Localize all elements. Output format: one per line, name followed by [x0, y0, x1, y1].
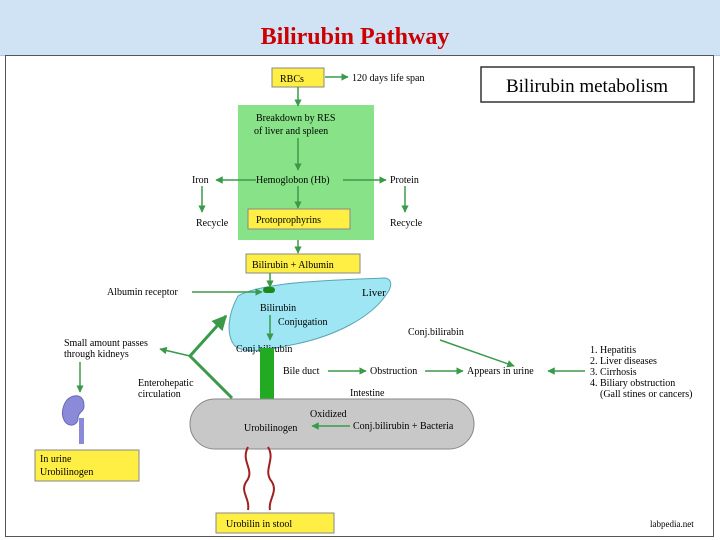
small-amount-line2: through kidneys [64, 349, 129, 360]
bilirubin-albumin-label: Bilirubin + Albumin [252, 260, 334, 271]
in-urine-box [34, 449, 140, 482]
recycle-right-label: Recycle [390, 218, 423, 229]
liver-label: Liver [362, 287, 386, 299]
liver-bilirubin-label: Bilirubin [260, 303, 296, 314]
arrow-conj-to-urine [439, 339, 515, 368]
intestine-label: Intestine [350, 388, 385, 399]
source-label: labpedia.net [650, 519, 694, 529]
cause-4: 4. Biliary obstruction [590, 378, 675, 389]
conj-bilirubin-bacteria-label: Conj.bilirubin + Bacteria [353, 421, 454, 432]
protein-label: Protein [390, 175, 419, 186]
colon-tube-2 [267, 446, 275, 511]
bilirubin-albumin-box [245, 253, 361, 274]
in-urine-line1: In urine [40, 454, 72, 465]
bile-duct-label: Bile duct [283, 366, 320, 377]
conjugation-label: Conjugation [278, 317, 327, 328]
urobilinogen-label: Urobilinogen [244, 423, 297, 434]
urobilin-stool-label: Urobilin in stool [226, 519, 292, 530]
arrow-enterohepatic-kidneys [159, 346, 191, 357]
colon-tube [243, 446, 251, 511]
hemoglobin-label: Hemoglobon (Hb) [256, 175, 330, 186]
iron-label: Iron [192, 175, 209, 186]
rbcs-label: RBCs [280, 74, 304, 85]
heading-box [480, 66, 695, 103]
recycle-left-label: Recycle [196, 218, 229, 229]
protoporphyrins-box [247, 208, 351, 230]
cause-2: 2. Liver diseases [590, 356, 657, 367]
enterohepatic-loop [187, 314, 234, 400]
cause-3: 3. Cirrhosis [590, 367, 637, 378]
appears-in-urine-label: Appears in urine [467, 366, 534, 377]
protoporphyrins-label: Protoprophyrins [256, 215, 321, 226]
urobilin-stool-box [215, 512, 335, 534]
albumin-receptor-label: Albumin receptor [107, 287, 178, 298]
obstruction-label: Obstruction [370, 366, 417, 377]
small-amount-line1: Small amount passes [64, 338, 148, 349]
intestine-shape [189, 398, 475, 450]
oxidized-label: Oxidized [310, 409, 347, 420]
albumin-receptor-marker [263, 287, 275, 293]
cause-1: 1. Hepatitis [590, 345, 636, 356]
slide-title: Bilirubin Pathway [260, 24, 450, 50]
kidney-icon [61, 395, 85, 426]
breakdown-line2: of liver and spleen [254, 126, 328, 137]
breakdown-line1: Breakdown by RES [256, 113, 335, 124]
enterohepatic-line2: circulation [138, 389, 181, 400]
in-urine-line2: Urobilinogen [40, 467, 93, 478]
diagram-heading: Bilirubin metabolism [506, 76, 668, 97]
enterohepatic-line1: Enterohepatic [138, 378, 194, 389]
cause-4-detail: (Gall stines or cancers) [600, 389, 692, 400]
conj-bilirubin-right-label: Conj.bilirabin [408, 327, 464, 338]
diagram-frame [5, 55, 714, 537]
ureter [79, 418, 84, 444]
life-span-label: 120 days life span [352, 73, 425, 84]
